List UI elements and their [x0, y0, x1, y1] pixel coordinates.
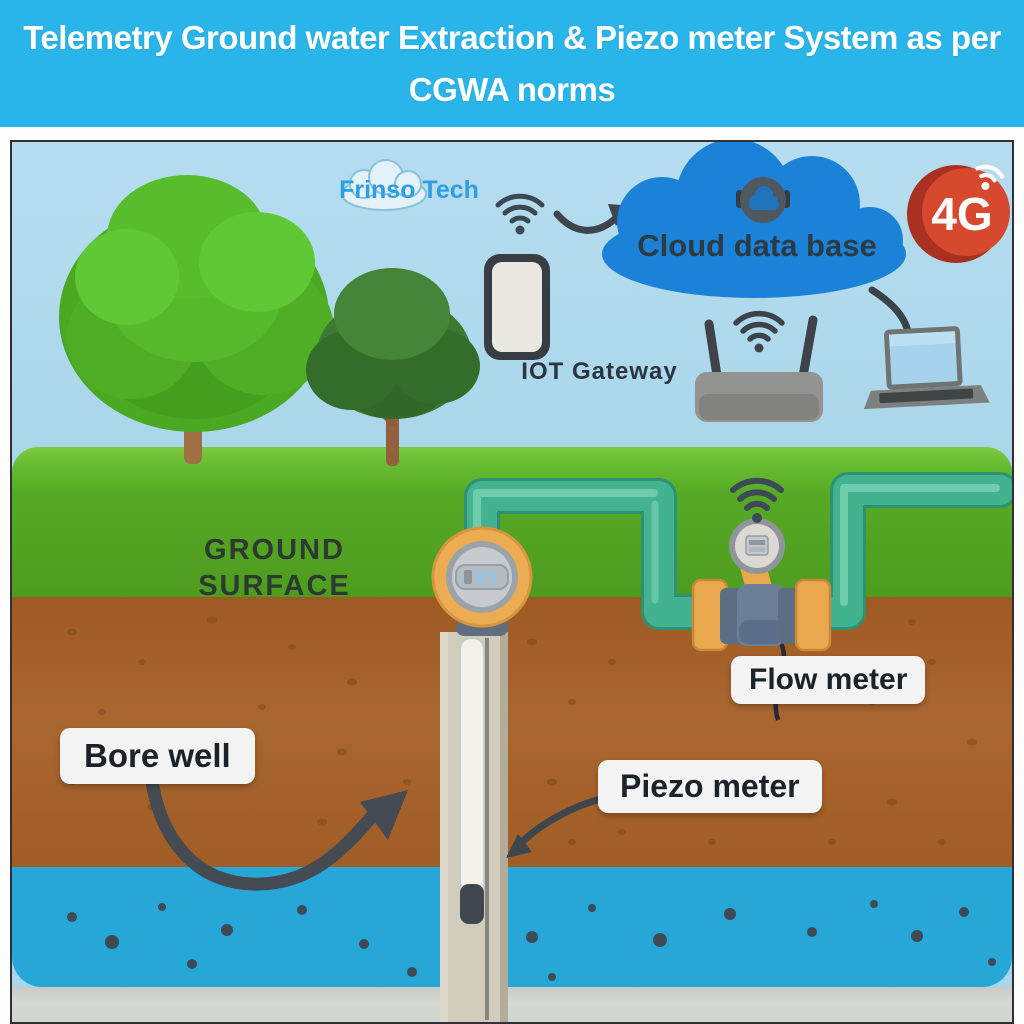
illustration: 4G	[10, 140, 1014, 1024]
flow-meter-label: Flow meter	[731, 656, 926, 704]
router-wifi-icon	[733, 310, 785, 353]
ground-surface-line-2: SURFACE	[198, 570, 351, 602]
ground-surface-line-1: GROUND	[204, 534, 345, 566]
title-line-1: Telemetry Ground water Extraction & Piez…	[23, 18, 1001, 56]
piezo-sensor-tube	[459, 637, 485, 924]
flow-meter-assembly	[691, 477, 832, 721]
bore-well-casing	[440, 632, 508, 1022]
piezo-meter-arrow	[506, 794, 608, 858]
bore-well-arrow	[145, 775, 408, 891]
ground-surface-label: GROUND SURFACE	[157, 532, 392, 604]
frinso-tech-logo: Frinso Tech	[339, 176, 479, 204]
cloud-database	[602, 142, 906, 298]
flow-meter-wifi-icon	[730, 477, 784, 523]
bore-well-label: Bore well	[60, 728, 255, 784]
aquifer-dots	[67, 900, 996, 981]
cloud-sync-icon	[736, 177, 790, 223]
iot-gateway-phone	[484, 254, 550, 360]
floor	[12, 987, 1012, 1022]
logo-cloud-icon	[341, 159, 427, 211]
cloud-database-label: Cloud data base	[637, 228, 877, 263]
laptop	[863, 326, 990, 410]
wifi-router	[695, 310, 823, 422]
aquifer-layer	[12, 867, 1012, 987]
flow-meter-gauge	[729, 518, 785, 574]
title-line-2: CGWA norms	[408, 70, 616, 108]
badge-wifi-icon	[975, 164, 1005, 190]
title-banner: Telemetry Ground water Extraction & Piez…	[0, 0, 1024, 127]
piezo-meter-label: Piezo meter	[598, 760, 822, 813]
wellhead-piezo-meter	[431, 526, 533, 636]
badge-4g: 4G	[907, 164, 1010, 263]
badge-4g-text: 4G	[931, 188, 992, 240]
tree-large	[59, 175, 334, 464]
scene-graphics: 4G	[59, 142, 1012, 1022]
iot-gateway-label: IOT Gateway	[521, 358, 678, 385]
phone-wifi-icon	[495, 193, 545, 235]
tree-small	[306, 268, 480, 466]
